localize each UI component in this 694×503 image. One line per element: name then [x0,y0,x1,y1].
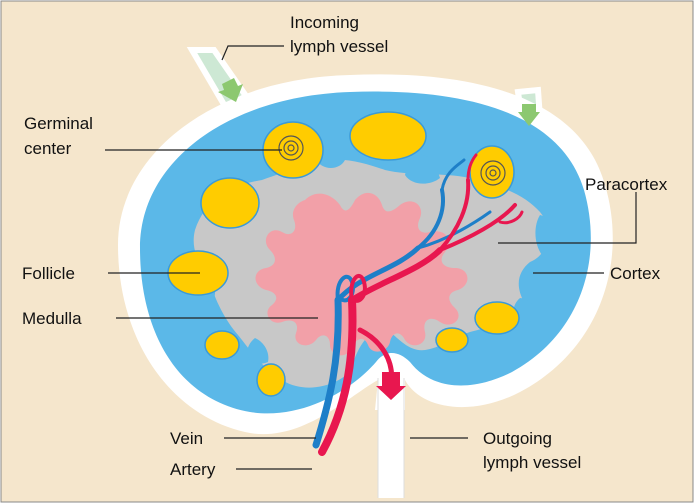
follicle [257,364,285,396]
label-incoming-line1: Incoming [290,13,359,32]
label-germinal-line1: Germinal [24,114,93,133]
label-germinal-line2: center [24,139,72,158]
label-follicle: Follicle [22,264,75,283]
follicle [475,302,519,334]
label-outgoing-line2: lymph vessel [483,453,581,472]
label-medulla: Medulla [22,309,82,328]
follicle [350,112,426,160]
label-incoming-line2: lymph vessel [290,37,388,56]
label-artery: Artery [170,460,216,479]
label-cortex: Cortex [610,264,661,283]
label-outgoing-line1: Outgoing [483,429,552,448]
label-paracortex: Paracortex [585,175,668,194]
follicle [201,178,259,228]
follicle [205,331,239,359]
follicle [436,328,468,352]
label-vein: Vein [170,429,203,448]
